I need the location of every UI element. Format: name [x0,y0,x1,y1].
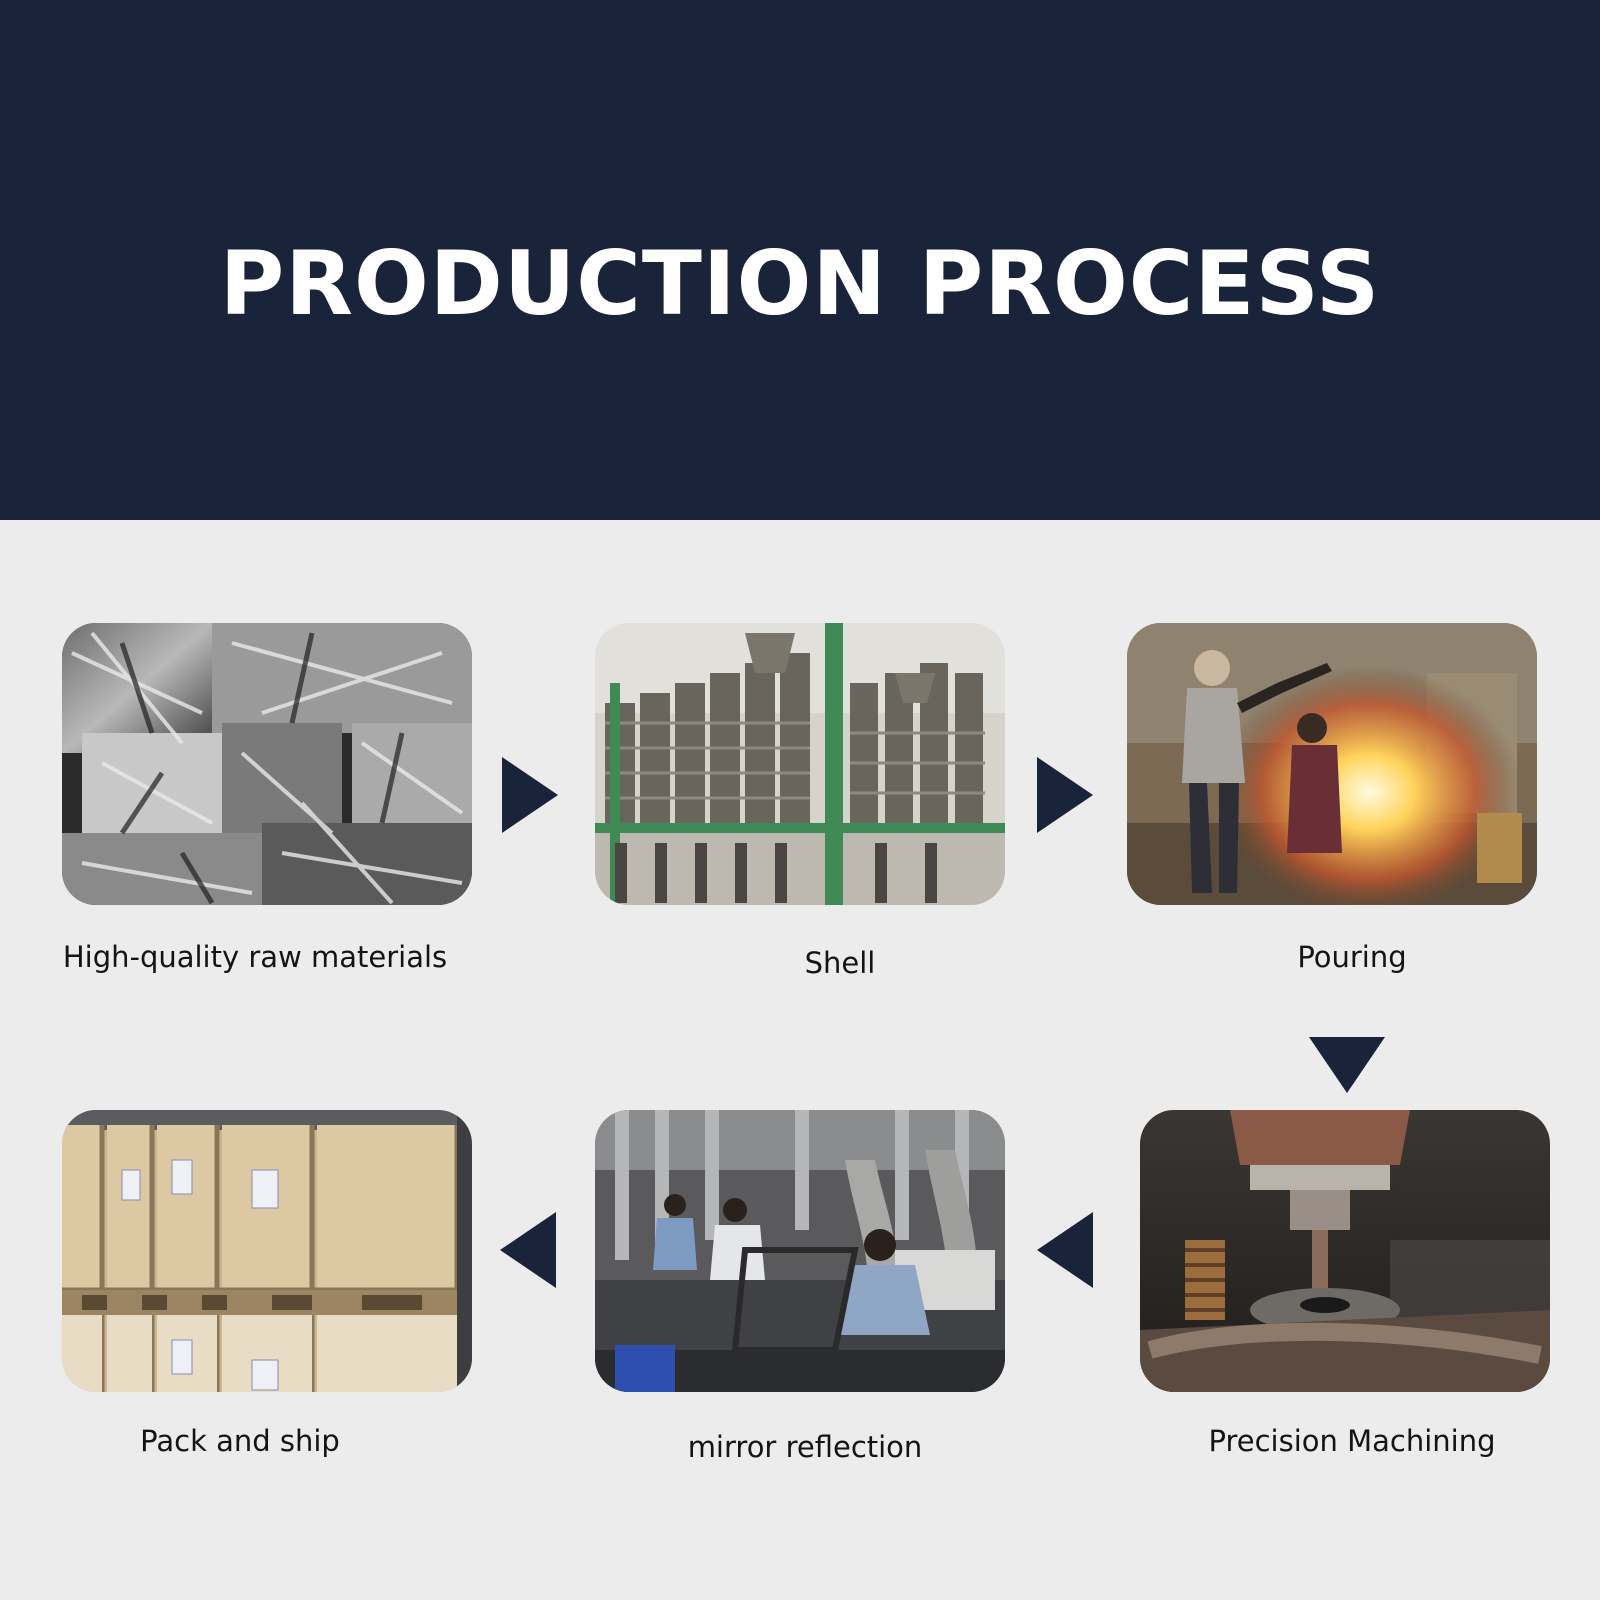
step-label-pack-and-ship: Pack and ship [140,1424,340,1458]
polishing-workshop-photo [595,1110,1005,1392]
step-label-precision-machining: Precision Machining [1208,1424,1496,1458]
step-label-raw-materials: High-quality raw materials [62,940,448,974]
molten-metal-pouring-photo [1127,623,1537,905]
arrow-left-icon [500,1212,556,1288]
scrap-metal-bales-photo [62,623,472,905]
header-banner: PRODUCTION PROCESS [0,0,1600,520]
step-label-mirror-reflection: mirror reflection [687,1430,923,1464]
page-title: PRODUCTION PROCESS [219,232,1381,335]
step-label-shell: Shell [804,946,876,980]
step-label-pouring: Pouring [1297,940,1407,974]
wooden-crates-photo [62,1110,472,1392]
drill-machining-photo [1140,1110,1550,1392]
arrow-right-icon [1037,757,1093,833]
ceramic-shell-drying-rack-photo [595,623,1005,905]
arrow-left-icon [1037,1212,1093,1288]
arrow-right-icon [502,757,558,833]
arrow-down-icon [1309,1037,1385,1093]
